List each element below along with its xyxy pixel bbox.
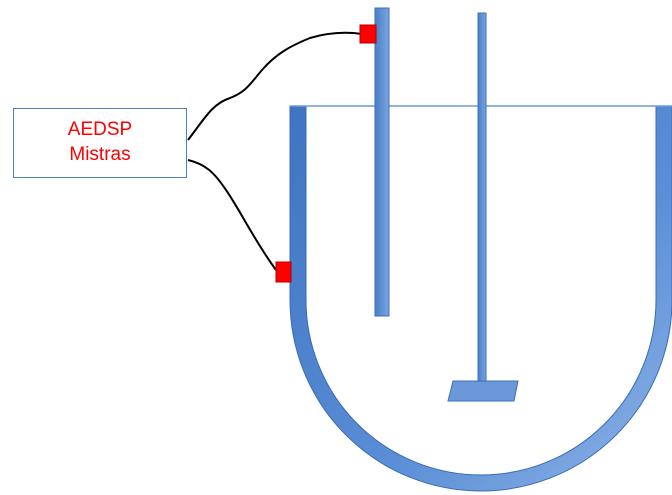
acquisition-system-box: AEDSP Mistras <box>13 108 187 178</box>
label-line-2: Mistras <box>69 144 131 165</box>
vessel-wall <box>289 105 672 492</box>
top-sensor <box>359 24 377 44</box>
label-line-1: AEDSP <box>67 119 133 141</box>
stirrer-blade <box>447 380 519 402</box>
wire-to-top-sensor <box>187 31 363 141</box>
wire-to-side-sensor <box>187 159 277 271</box>
probe-rod <box>374 7 390 317</box>
side-sensor <box>275 261 292 283</box>
stirrer-shaft <box>477 12 487 386</box>
